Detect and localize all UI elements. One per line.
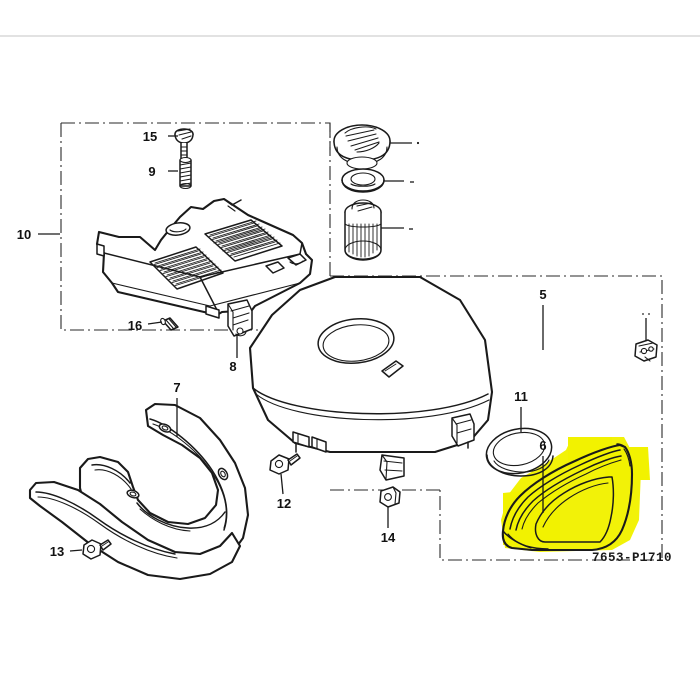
callout-8: 8: [229, 359, 236, 374]
leader-16: [147, 321, 163, 325]
part-9-spring-collar: [179, 156, 192, 190]
callout-9: 9: [148, 164, 155, 179]
part-16-bolt: [160, 317, 179, 331]
part-5-upper-cover: [248, 275, 494, 481]
callout-6: 6: [539, 438, 546, 453]
callout-16: 16: [128, 318, 142, 333]
part-6-rear-corner-cover: [501, 443, 634, 552]
callout-15: 15: [143, 129, 157, 144]
fuel-cap: [333, 124, 391, 170]
louver-bank-left: [149, 246, 224, 290]
part-8-hinge-bracket: [227, 299, 253, 337]
leader-13: [69, 549, 83, 552]
callout-12: 12: [277, 496, 291, 511]
callout-5: 5: [539, 287, 546, 302]
louver-bank-right: [204, 219, 283, 262]
leader-12: [280, 473, 284, 495]
part-number-code: 7653-P1710: [592, 551, 672, 565]
callout-14: 14: [381, 530, 396, 545]
fuel-cap-assembly: [333, 124, 420, 261]
right-clip: [634, 339, 658, 362]
callout-11: 11: [514, 389, 528, 404]
group-10-boundary: [60, 122, 331, 331]
cap-gasket: [341, 168, 385, 193]
part-13-flange-bolt: [82, 539, 112, 560]
callout-7: 7: [173, 380, 180, 395]
fuel-strainer: [344, 199, 382, 261]
callout-13: 13: [50, 544, 64, 559]
part-10-engine-cover: [95, 197, 314, 319]
part-14-clip-nut: [379, 486, 401, 508]
callout-10: 10: [17, 227, 31, 242]
part-7-side-trim: [28, 402, 250, 581]
part-15-knob-screw: [174, 128, 194, 163]
part-12-flange-bolt: [269, 453, 301, 475]
part-11-seal-ring: [485, 427, 554, 477]
